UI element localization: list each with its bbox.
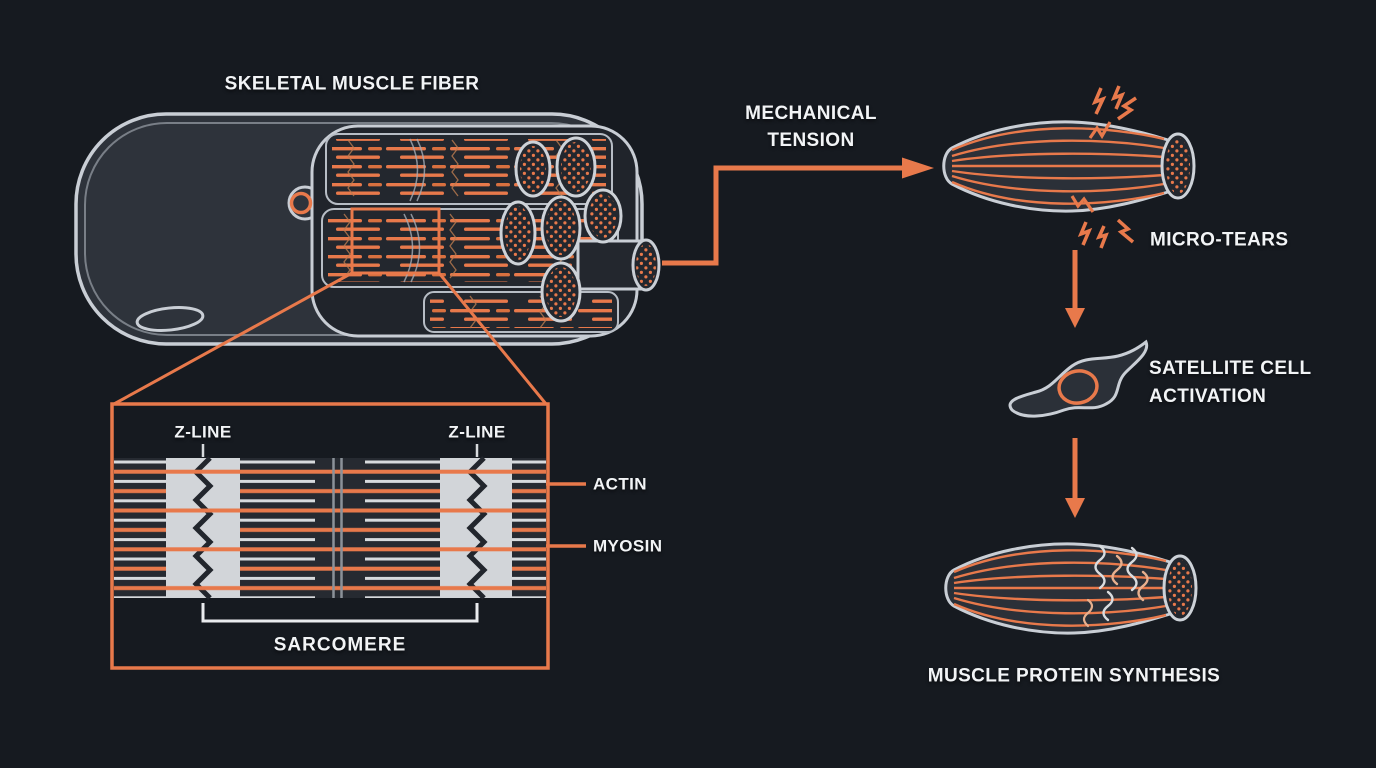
arrowhead-down [1065,308,1085,328]
micro-tears-muscle-illustration [942,85,1196,249]
protein-helices [1082,544,1149,628]
cell-nucleus-ring [1057,369,1099,405]
z-line-left-label: Z-LINE [174,422,232,442]
mechanical-tension-label: MECHANICAL TENSION [745,100,877,154]
muscle-fiber-illustration [74,112,661,406]
label-leader-lines [546,482,586,548]
filament-rows [114,458,546,598]
lightning-bolts-icon [1077,85,1137,249]
protein-synthesis-label: MUSCLE PROTEIN SYNTHESIS [927,665,1221,687]
myofibril-cross-sections [499,136,661,323]
myosin-label: MYOSIN [593,536,663,556]
sarcomere-bracket [201,603,479,623]
tear-marks [1070,121,1112,213]
arrowhead-right [902,157,934,179]
protein-synthesis-muscle-illustration [944,542,1198,635]
mechanical-tension-line1: MECHANICAL [745,103,877,124]
m-line [332,458,343,598]
z-line-right-label: Z-LINE [448,422,506,442]
zoom-callout-lines [113,207,548,406]
arrowhead-down [1065,498,1085,518]
satellite-cell-illustration [1008,339,1149,418]
sarcomere-label: SARCOMERE [273,634,407,656]
satellite-cell-line1: SATELLITE CELL [1149,358,1312,379]
z-line-ticks [201,444,479,457]
flow-arrow-to-synthesis [1065,438,1085,518]
nucleus-ring [289,191,313,215]
sarcomere-diagram [110,402,586,670]
membrane-arcs [403,138,426,283]
satellite-cell-line2: ACTIVATION [1149,386,1267,407]
fiber-title: SKELETAL MUSCLE FIBER [224,73,480,95]
flow-arrow-tension [662,157,934,266]
actin-label: ACTIN [593,474,647,494]
mechanical-tension-line2: TENSION [767,130,855,151]
satellite-cell-label: SATELLITE CELL ACTIVATION [1149,355,1312,411]
micro-tears-label: MICRO-TEARS [1150,229,1289,251]
nucleus-outline [135,306,205,332]
actin-crossings [166,458,512,598]
flow-arrow-to-satellite [1065,250,1085,328]
